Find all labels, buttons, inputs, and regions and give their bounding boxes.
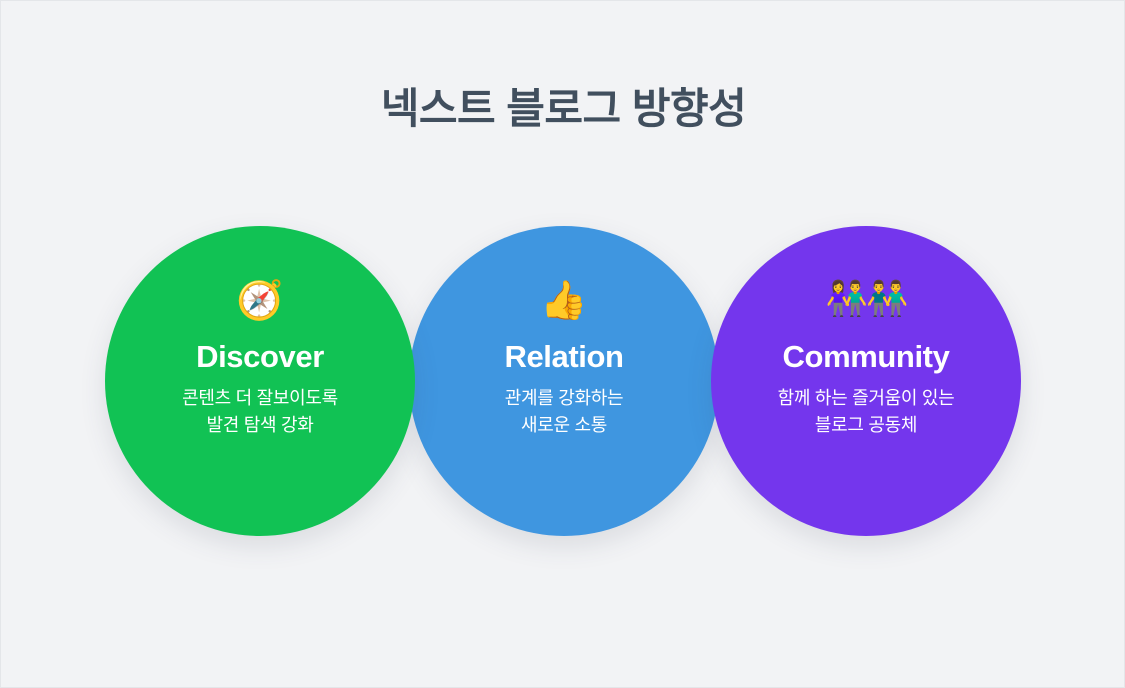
card-desc-line-1: 함께 하는 즐거움이 있는 xyxy=(777,388,955,409)
card-description-relation: 관계를 강화하는 새로운 소통 xyxy=(505,385,624,439)
card-desc-line-2: 발견 탐색 강화 xyxy=(206,415,314,436)
card-heading-relation: Relation xyxy=(504,339,624,374)
page-title: 넥스트 블로그 방향성 xyxy=(380,85,747,132)
card-desc-line-1: 콘텐츠 더 잘보이도록 xyxy=(182,388,338,409)
concept-circle-row: 🧭 Discover 콘텐츠 더 잘보이도록 발견 탐색 강화 👍 Relati… xyxy=(1,226,1124,546)
card-heading-community: Community xyxy=(782,339,950,374)
concept-circle-discover[interactable]: 🧭 Discover 콘텐츠 더 잘보이도록 발견 탐색 강화 xyxy=(105,226,415,536)
concept-circle-community[interactable]: 👫👬 Community 함께 하는 즐거움이 있는 블로그 공동체 xyxy=(711,226,1021,536)
card-desc-line-2: 블로그 공동체 xyxy=(814,415,918,436)
compass-icon: 🧭 xyxy=(236,280,284,322)
thumbs-up-icon: 👍 xyxy=(540,280,588,322)
card-desc-line-1: 관계를 강화하는 xyxy=(504,388,624,409)
card-description-discover: 콘텐츠 더 잘보이도록 발견 탐색 강화 xyxy=(182,385,338,439)
people-holding-hands-icon: 👫👬 xyxy=(825,280,909,318)
concept-circle-relation[interactable]: 👍 Relation 관계를 강화하는 새로운 소통 xyxy=(409,226,719,536)
card-description-community: 함께 하는 즐거움이 있는 블로그 공동체 xyxy=(778,385,955,439)
card-desc-line-2: 새로운 소통 xyxy=(520,415,607,436)
card-heading-discover: Discover xyxy=(196,339,324,374)
